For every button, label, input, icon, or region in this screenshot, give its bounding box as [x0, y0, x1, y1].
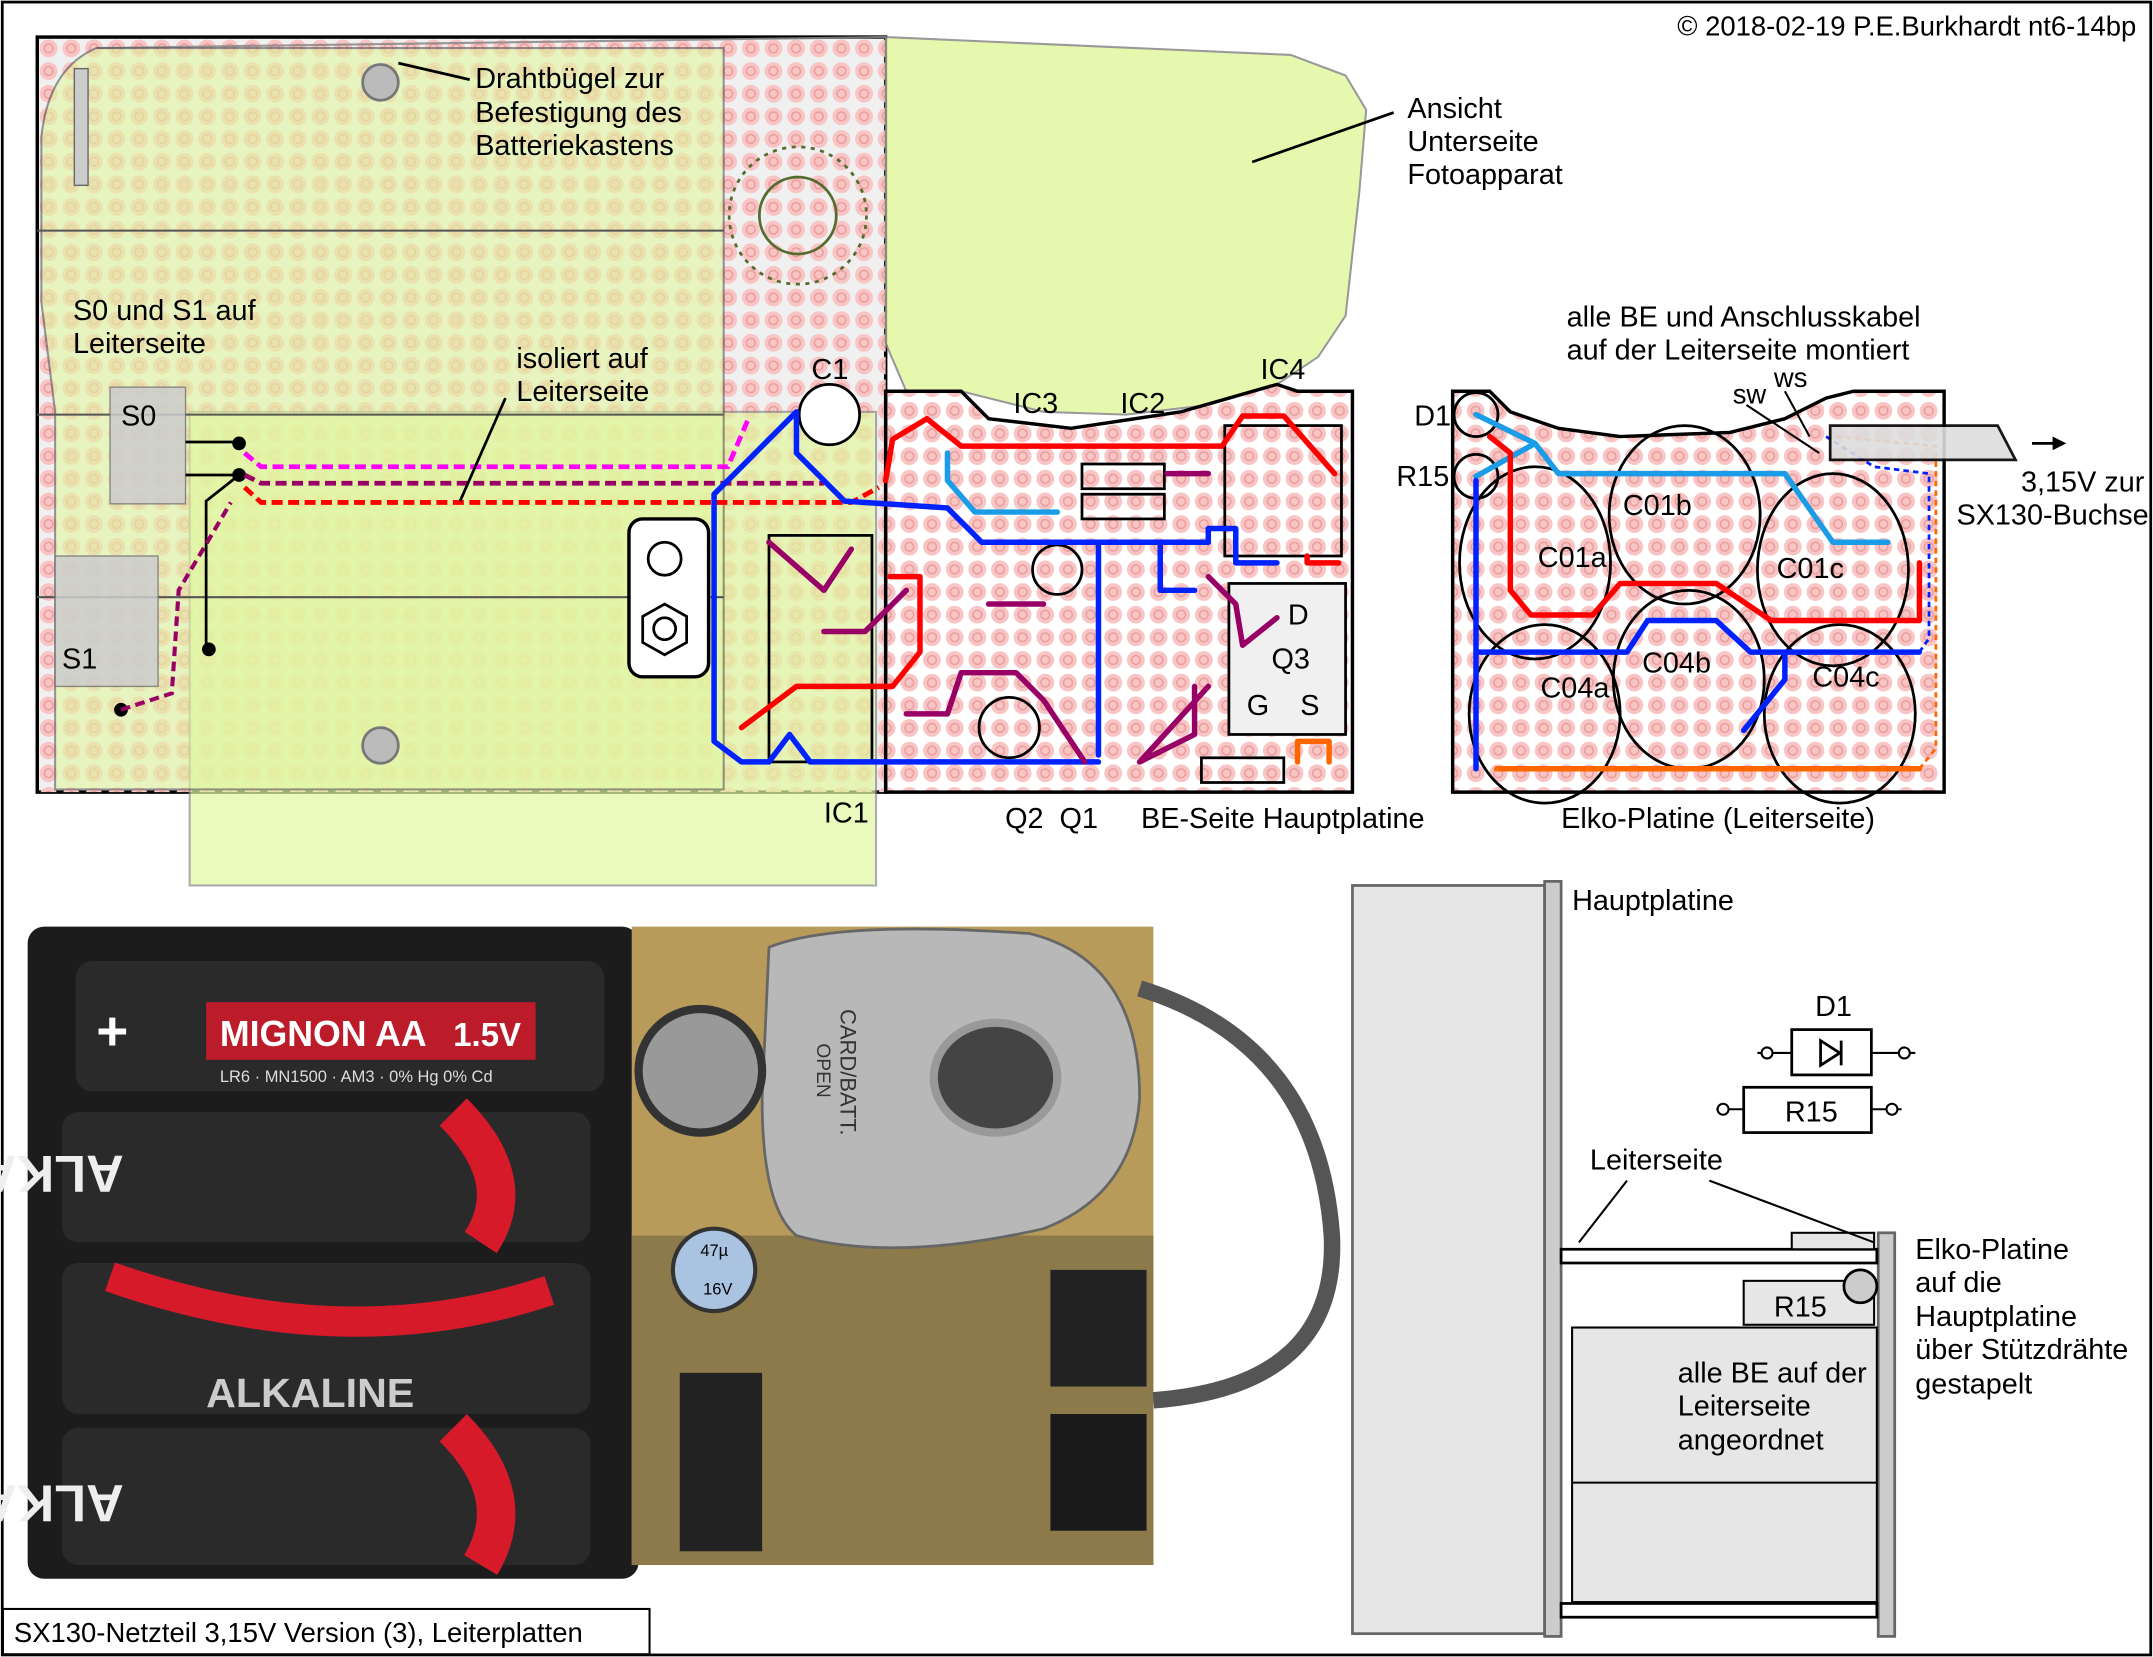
- s-label: S: [1300, 690, 1319, 722]
- switch-label-1: S0 und S1 auf: [73, 295, 257, 327]
- s0-label: S0: [121, 401, 156, 433]
- battery-box-outline: [40, 47, 725, 791]
- s1-label: S1: [62, 644, 97, 676]
- main-board: [711, 382, 1355, 794]
- d1-symbol: [1757, 1028, 1916, 1077]
- bracket-label-2: Befestigung des: [475, 97, 682, 129]
- camera-label-2: Unterseite: [1407, 126, 1538, 158]
- battery-3: ALKALINE: [61, 1262, 591, 1416]
- q3-outline: [1227, 582, 1347, 736]
- c04b-label: C04b: [1642, 648, 1711, 680]
- elko-side-note-3: Hauptplatine: [1915, 1301, 2077, 1333]
- capacitor-c1: [797, 383, 861, 447]
- wire-purple-dashed: [243, 472, 824, 486]
- wire-magenta-dashed: [243, 417, 751, 470]
- svg-text:MIGNON AA: MIGNON AA: [220, 1014, 427, 1054]
- battery-2: ALKALINE: [0, 1098, 591, 1254]
- camera-label-1: Ansicht: [1407, 93, 1502, 125]
- wire-red-dashed: [242, 485, 880, 505]
- side-view: [1351, 879, 1916, 1638]
- be-note-2: Leiterseite: [1678, 1390, 1811, 1422]
- r15-symbol: [1716, 1085, 1902, 1134]
- svg-text:ALKALINE: ALKALINE: [206, 1370, 414, 1416]
- side-d1-label: D1: [1815, 991, 1852, 1023]
- switch-s0: [109, 386, 187, 505]
- elko-note-2: auf der Leiterseite montiert: [1567, 335, 1910, 367]
- be-note-3: angeordnet: [1678, 1425, 1824, 1457]
- camera-label-3: Fotoapparat: [1407, 159, 1562, 191]
- camera-body-side: [1351, 884, 1547, 1636]
- ic4-label: IC4: [1260, 354, 1305, 386]
- c1-label: C1: [812, 354, 849, 386]
- elko-side-note-1: Elko-Platine: [1915, 1234, 2069, 1266]
- svg-text:CARD/BATT.: CARD/BATT.: [835, 1009, 860, 1135]
- cap-c04c: [1762, 623, 1917, 805]
- svg-text:ALKALINE: ALKALINE: [0, 1144, 124, 1202]
- side-leiterseite-label: Leiterseite: [1590, 1145, 1723, 1177]
- elko-d1-label: D1: [1414, 401, 1451, 433]
- main-board-title: BE-Seite Hauptplatine: [1141, 803, 1425, 835]
- elko-r15-label: R15: [1396, 461, 1449, 493]
- elko-note-1: alle BE und Anschlusskabel: [1567, 302, 1921, 334]
- elko-board: [1450, 389, 2067, 805]
- elko-side-note-2: auf die: [1915, 1267, 2002, 1299]
- switch-s1: [54, 555, 159, 688]
- elko-side-note-5: gestapelt: [1915, 1368, 2032, 1400]
- svg-text:47µ: 47µ: [700, 1242, 728, 1260]
- ws-label: ws: [1773, 362, 1808, 393]
- svg-text:1.5V: 1.5V: [453, 1016, 521, 1053]
- wire-bracket-top: [361, 63, 400, 102]
- elko-board-title: Elko-Platine (Leiterseite): [1561, 803, 1875, 835]
- elko-side-note-4: über Stützdrähte: [1915, 1334, 2128, 1366]
- cap-c01a: [1458, 465, 1612, 661]
- output-cable: [1828, 424, 2018, 462]
- g-label: G: [1247, 690, 1269, 722]
- ic1-label: IC1: [824, 797, 869, 829]
- main-board-side: [1543, 879, 1563, 1638]
- bracket-label-1: Drahtbügel zur: [475, 63, 664, 95]
- output-label-2: SX130-Buchse: [1956, 499, 2148, 531]
- caption: SX130-Netzteil 3,15V Version (3), Leiter…: [14, 1617, 583, 1648]
- q3-label: Q3: [1271, 644, 1309, 676]
- be-note-1: alle BE auf der: [1678, 1357, 1867, 1389]
- output-label-1: 3,15V zur: [2021, 466, 2145, 498]
- cap-c01c: [1756, 472, 1910, 668]
- ic3-label: IC3: [1013, 388, 1058, 420]
- side-hauptplatine-label: Hauptplatine: [1572, 885, 1734, 917]
- battery-1: MIGNON AA 1.5V LR6 · MN1500 · AM3 · 0% H…: [75, 960, 605, 1092]
- arrow-right-icon: [2052, 436, 2067, 451]
- side-r15-stacked-label: R15: [1774, 1292, 1827, 1324]
- bracket-label-3: Batteriekastens: [475, 130, 674, 162]
- ic2-label: IC2: [1120, 388, 1165, 420]
- switch-label-2: Leiterseite: [73, 328, 206, 360]
- photo: MIGNON AA 1.5V LR6 · MN1500 · AM3 · 0% H…: [0, 926, 1341, 1579]
- copyright: © 2018-02-19 P.E.Burkhardt nt6-14bp: [1677, 11, 2136, 42]
- c04a-label: C04a: [1541, 672, 1611, 704]
- sw-label: sw: [1733, 379, 1767, 410]
- c04c-label: C04c: [1812, 661, 1879, 693]
- ic4-outline: [1223, 424, 1343, 558]
- c01b-label: C01b: [1623, 490, 1692, 522]
- insulated-label-2: Leiterseite: [516, 376, 649, 408]
- c01a-label: C01a: [1538, 542, 1608, 574]
- svg-text:ALKALINE: ALKALINE: [0, 1473, 124, 1531]
- top-left-board: [35, 35, 1395, 887]
- caption-box: [1, 1607, 651, 1656]
- c01c-label: C01c: [1777, 553, 1844, 585]
- svg-text:OPEN: OPEN: [812, 1043, 833, 1097]
- q2-q1-label: Q2 Q1: [1005, 803, 1098, 835]
- svg-text:+: +: [96, 1000, 128, 1062]
- side-r15-label: R15: [1785, 1097, 1838, 1129]
- battery-4: ALKALINE: [0, 1414, 591, 1575]
- wire-bracket-bottom: [361, 726, 400, 765]
- svg-text:16V: 16V: [703, 1281, 732, 1299]
- d-label: D: [1288, 600, 1309, 632]
- insulated-label-1: isoliert auf: [516, 343, 648, 375]
- svg-text:LR6 · MN1500 · AM3 · 0% Hg 0%: LR6 · MN1500 · AM3 · 0% Hg 0% Cd: [220, 1068, 493, 1086]
- cap-c01b: [1607, 424, 1762, 606]
